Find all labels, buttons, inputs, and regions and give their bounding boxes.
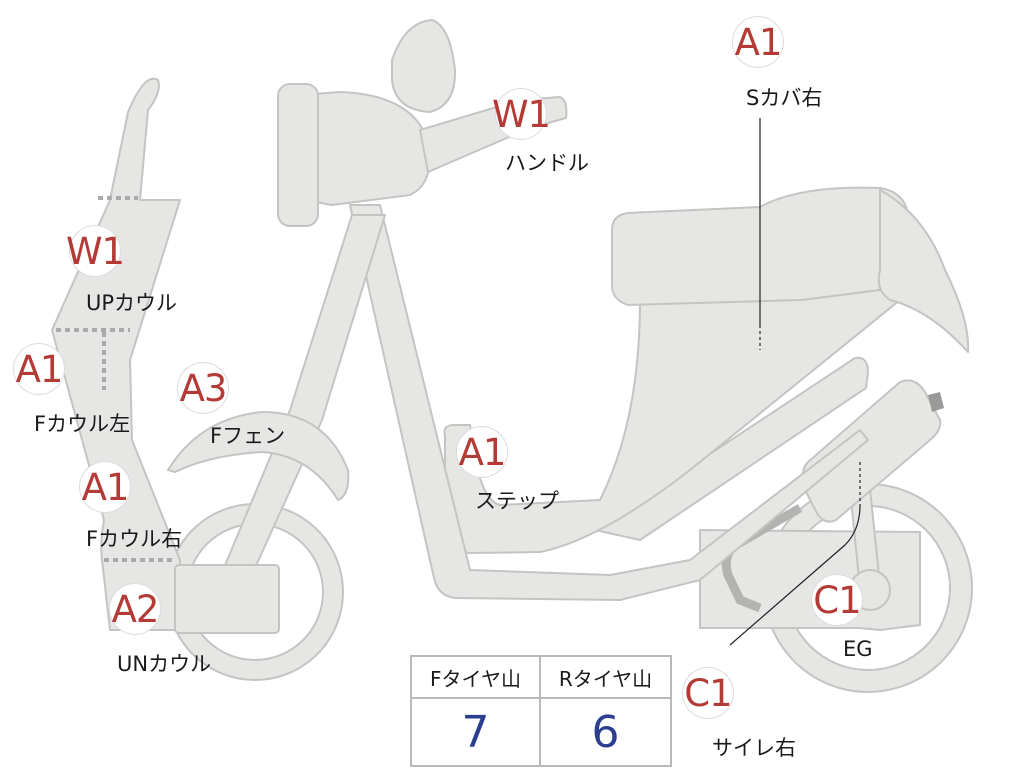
part-label-engine: EG bbox=[843, 637, 873, 661]
main-frame bbox=[349, 204, 869, 601]
grade-badge-engine: C1 bbox=[812, 575, 862, 625]
grade-badge-up-cowl: W1 bbox=[66, 226, 125, 276]
part-label-f-cowl-right: Fカウル右 bbox=[86, 527, 183, 551]
part-label-handle: ハンドル bbox=[505, 151, 589, 175]
grade-badge-f-cowl-left: A1 bbox=[14, 344, 64, 394]
tire-tread-table: Fタイヤ山 Rタイヤ山 7 6 bbox=[410, 655, 672, 767]
front-fender bbox=[167, 411, 350, 501]
part-label-silencer-right: サイレ右 bbox=[712, 736, 796, 760]
part-label-step: ステップ bbox=[475, 489, 559, 513]
grade-badge-f-cowl-right: A1 bbox=[80, 462, 130, 512]
grade-badge-scover-right: A1 bbox=[733, 17, 783, 67]
main-body bbox=[443, 249, 901, 554]
headlight-housing bbox=[299, 91, 432, 206]
grade-badge-silencer-right: C1 bbox=[683, 668, 733, 718]
part-label-scover-right: Sカバ右 bbox=[746, 86, 823, 110]
front-tire-value: 7 bbox=[412, 699, 541, 765]
part-label-up-cowl: UPカウル bbox=[86, 291, 178, 315]
part-label-un-cowl: UNカウル bbox=[117, 652, 212, 676]
grade-badge-step: A1 bbox=[457, 427, 507, 477]
headlight bbox=[277, 83, 319, 227]
part-label-f-fender: Fフェン bbox=[210, 424, 286, 448]
part-label-f-cowl-left: Fカウル左 bbox=[34, 412, 131, 436]
under-cowl-front bbox=[174, 564, 280, 634]
mirror bbox=[391, 19, 457, 113]
rear-frame-rail bbox=[594, 356, 869, 541]
front-cowl bbox=[51, 77, 181, 631]
rear-tire-value: 6 bbox=[591, 706, 620, 758]
grade-badge-handle: W1 bbox=[492, 89, 551, 139]
rear-tire-header: Rタイヤ山 bbox=[541, 657, 670, 699]
tail-cowl bbox=[877, 189, 970, 353]
silencer-tip bbox=[928, 392, 944, 412]
grade-badge-f-fender: A3 bbox=[178, 363, 228, 413]
leader-silencer bbox=[729, 504, 861, 646]
front-tire-header: Fタイヤ山 bbox=[412, 657, 541, 699]
grade-badge-un-cowl: A2 bbox=[110, 584, 160, 634]
